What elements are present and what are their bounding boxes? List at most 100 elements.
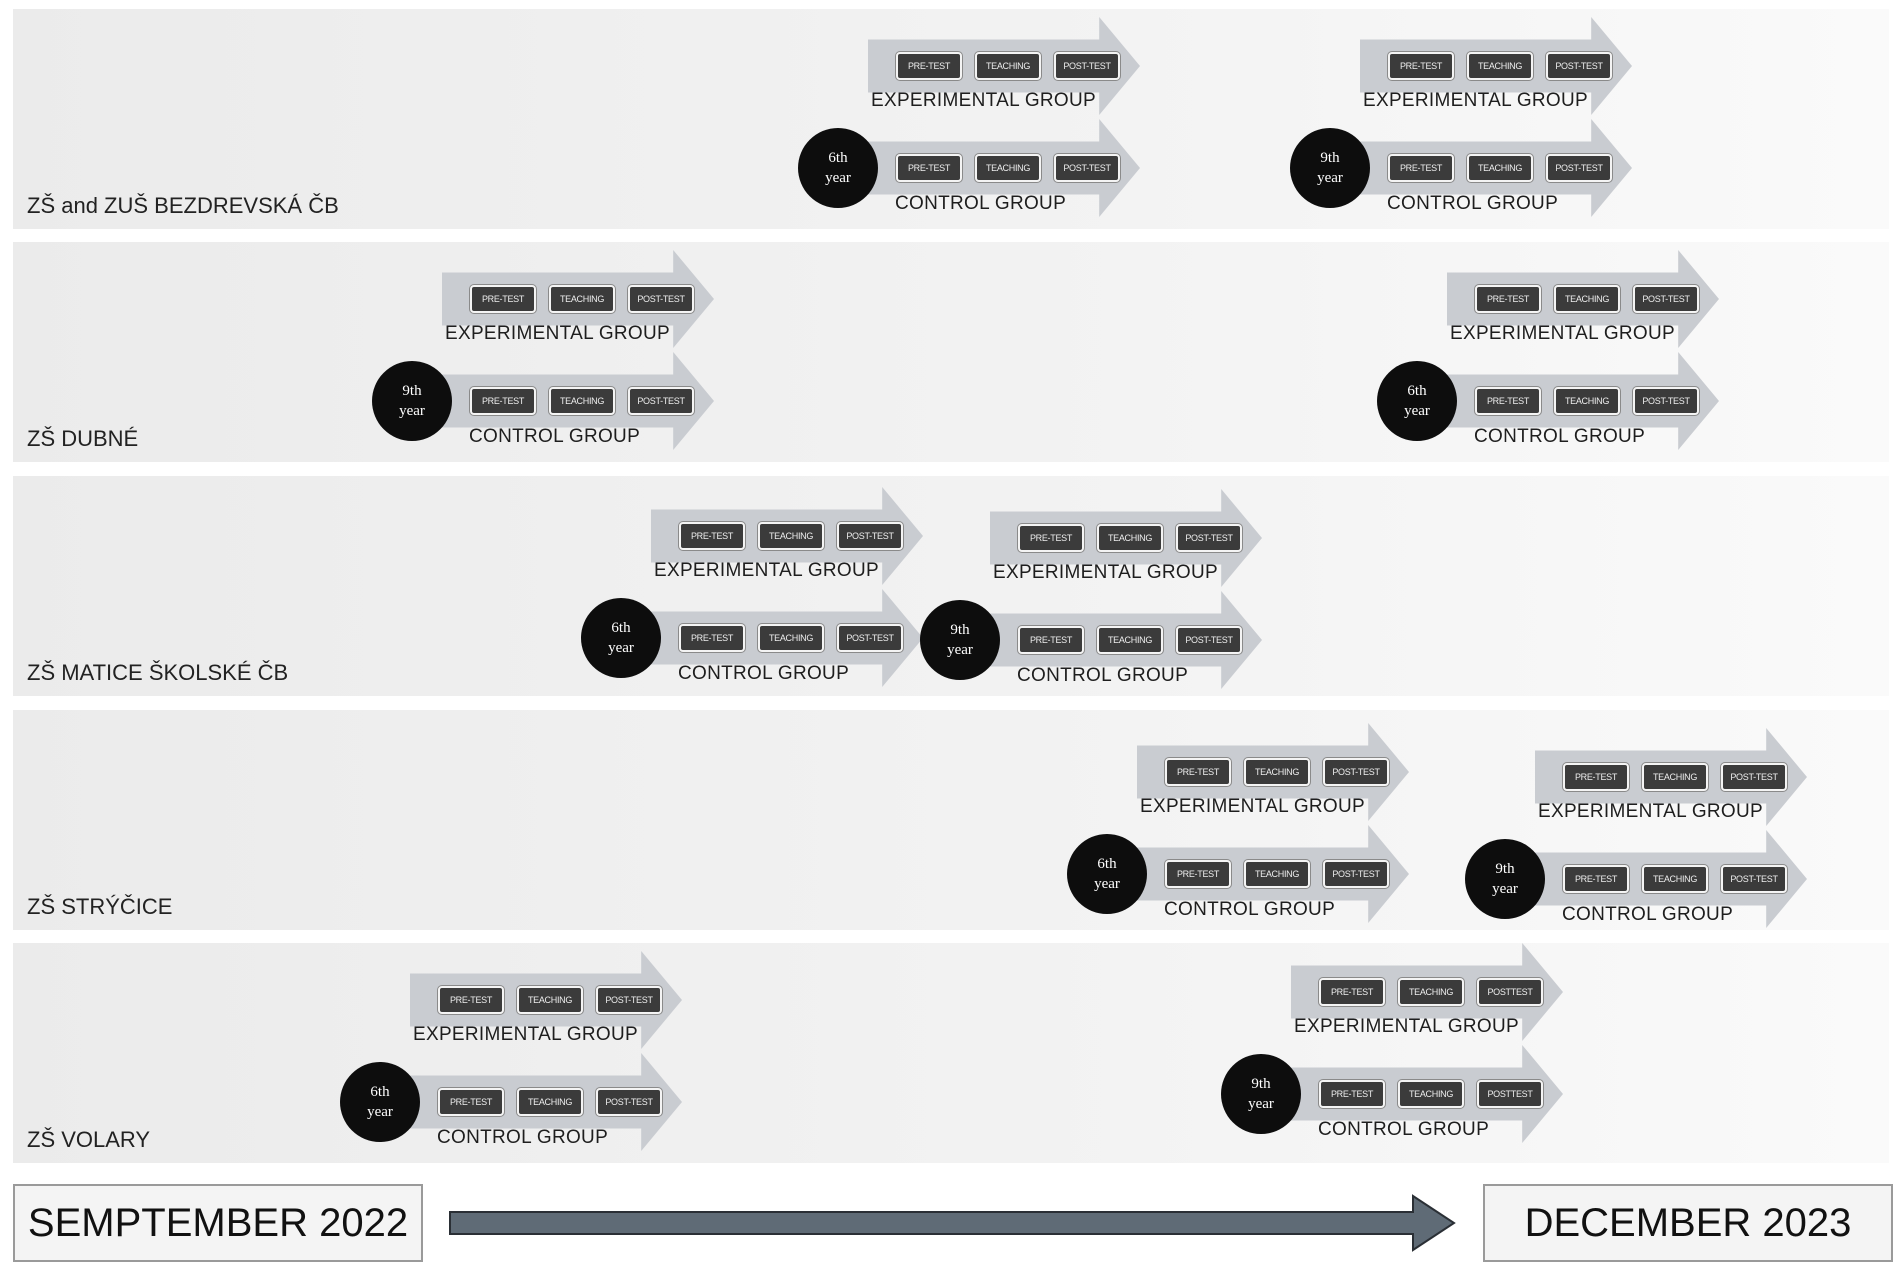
pre-test-step: PRE-TEST [1319, 1080, 1385, 1108]
post-test-step: POST-TEST [1721, 763, 1787, 791]
post-test-step: POST-TEST [1633, 285, 1699, 313]
experimental-group-label: EXPERIMENTAL GROUP [1363, 90, 1588, 111]
post-test-step: POST-TEST [628, 285, 694, 313]
post-test-step: POST-TEST [1546, 52, 1612, 80]
year-label: year [608, 640, 634, 656]
experimental-steps: PRE-TEST TEACHING POST-TEST [470, 285, 700, 313]
year-label: year [947, 642, 973, 658]
grade-label: 9th [1320, 150, 1340, 166]
post-test-step: POST-TEST [837, 522, 903, 550]
control-steps: PRE-TEST TEACHING POST-TEST [1388, 154, 1618, 182]
school-name: ZŠ MATICE ŠKOLSKÉ ČB [27, 660, 289, 685]
control-steps: PRE-TEST TEACHING POST-TEST [470, 387, 700, 415]
control-group-label: CONTROL GROUP [1164, 899, 1336, 920]
post-test-step: POST-TEST [837, 624, 903, 652]
teaching-step: TEACHING [758, 624, 824, 652]
post-test-step: POST-TEST [596, 1088, 662, 1116]
control-group-label: CONTROL GROUP [1562, 904, 1734, 925]
experimental-steps: PRE-TEST TEACHING POST-TEST [1388, 52, 1618, 80]
study-block: PRE-TEST TEACHING POST-TEST EXPERIMENTAL… [372, 250, 714, 454]
control-group-label: CONTROL GROUP [1017, 665, 1189, 686]
pre-test-step: PRE-TEST [1388, 154, 1454, 182]
school-name: ZŠ VOLARY [27, 1127, 151, 1152]
pre-test-step: PRE-TEST [1563, 865, 1629, 893]
experimental-steps: PRE-TEST TEACHING POST-TEST [1165, 758, 1395, 786]
control-steps: PRE-TEST TEACHING POST-TEST [1165, 860, 1395, 888]
pre-test-step: PRE-TEST [1475, 285, 1541, 313]
teaching-step: TEACHING [1398, 1080, 1464, 1108]
experimental-group-label: EXPERIMENTAL GROUP [413, 1024, 638, 1045]
grade-label: 9th [1251, 1076, 1271, 1092]
study-block: PRE-TEST TEACHING POST-TEST EXPERIMENTAL… [1377, 250, 1719, 454]
school-name: ZŠ DUBNÉ [27, 426, 139, 451]
pre-test-step: PRE-TEST [1018, 524, 1084, 552]
pre-test-step: PRE-TEST [1388, 52, 1454, 80]
experimental-group-label: EXPERIMENTAL GROUP [1538, 801, 1763, 822]
teaching-step: TEACHING [549, 387, 615, 415]
start-date-label: SEMPTEMBER 2022 [27, 1200, 409, 1245]
study-block: PRE-TEST TEACHING POST-TEST EXPERIMENTAL… [1465, 728, 1807, 932]
post-test-step: POST-TEST [1054, 52, 1120, 80]
control-steps: PRE-TEST TEACHING POST-TEST [1018, 626, 1248, 654]
post-test-step: POST-TEST [1633, 387, 1699, 415]
study-block: PRE-TEST TEACHING POST-TEST EXPERIMENTAL… [340, 951, 682, 1155]
pre-test-step: PRE-TEST [1018, 626, 1084, 654]
grade-label: 9th [1495, 861, 1515, 877]
grade-circle: 6th year [798, 128, 878, 208]
grade-circle: 9th year [1290, 128, 1370, 208]
year-label: year [367, 1104, 393, 1120]
experimental-group-label: EXPERIMENTAL GROUP [1294, 1016, 1519, 1037]
year-label: year [399, 403, 425, 419]
year-label: year [825, 170, 851, 186]
year-label: year [1317, 170, 1343, 186]
school-name: ZŠ STRÝČICE [27, 894, 173, 919]
pre-test-step: PRE-TEST [1475, 387, 1541, 415]
teaching-step: TEACHING [517, 986, 583, 1014]
teaching-step: TEACHING [1398, 978, 1464, 1006]
experimental-steps: PRE-TEST TEACHING POST-TEST [679, 522, 909, 550]
post-test-step: POST-TEST [1546, 154, 1612, 182]
end-date-box: DECEMBER 2023 [1483, 1184, 1893, 1262]
teaching-step: TEACHING [975, 154, 1041, 182]
school-band: ZŠ VOLARY [13, 943, 1889, 1163]
timeline-arrow [449, 1194, 1456, 1252]
study-block: PRE-TEST TEACHING POST-TEST EXPERIMENTAL… [1067, 723, 1409, 927]
post-test-step: POST-TEST [1323, 860, 1389, 888]
study-block: PRE-TEST TEACHING POST-TEST EXPERIMENTAL… [798, 17, 1140, 221]
pre-test-step: PRE-TEST [1319, 978, 1385, 1006]
teaching-step: TEACHING [1097, 626, 1163, 654]
post-test-step: POST-TEST [1721, 865, 1787, 893]
start-date-box: SEMPTEMBER 2022 [13, 1184, 423, 1262]
control-steps: PRE-TEST TEACHING POST-TEST [1563, 865, 1793, 893]
teaching-step: TEACHING [1642, 865, 1708, 893]
grade-label: 9th [950, 622, 970, 638]
control-group-label: CONTROL GROUP [1387, 193, 1559, 214]
post-test-step: POST-TEST [1323, 758, 1389, 786]
teaching-step: TEACHING [549, 285, 615, 313]
grade-label: 9th [402, 383, 422, 399]
grade-label: 6th [1407, 383, 1427, 399]
post-test-step: POST-TEST [1176, 524, 1242, 552]
experimental-group-label: EXPERIMENTAL GROUP [654, 560, 879, 581]
teaching-step: TEACHING [1244, 758, 1310, 786]
grade-label: 6th [370, 1084, 390, 1100]
teaching-step: TEACHING [1467, 52, 1533, 80]
post-test-step: POST-TEST [1054, 154, 1120, 182]
pre-test-step: PRE-TEST [438, 986, 504, 1014]
pre-test-step: PRE-TEST [1165, 758, 1231, 786]
post-test-step: POSTTEST [1477, 1080, 1543, 1108]
pre-test-step: PRE-TEST [470, 285, 536, 313]
teaching-step: TEACHING [975, 52, 1041, 80]
study-block: PRE-TEST TEACHING POST-TEST EXPERIMENTAL… [581, 487, 923, 691]
grade-circle: 9th year [1221, 1054, 1301, 1134]
grade-circle: 6th year [1067, 834, 1147, 914]
control-steps: PRE-TEST TEACHING POST-TEST [896, 154, 1126, 182]
experimental-group-label: EXPERIMENTAL GROUP [993, 562, 1218, 583]
end-date-label: DECEMBER 2023 [1524, 1200, 1852, 1245]
study-block: PRE-TEST TEACHING POST-TEST EXPERIMENTAL… [920, 489, 1262, 693]
pre-test-step: PRE-TEST [896, 52, 962, 80]
grade-label: 6th [1097, 856, 1117, 872]
experimental-steps: PRE-TEST TEACHING POST-TEST [438, 986, 668, 1014]
control-group-label: CONTROL GROUP [469, 426, 641, 447]
control-steps: PRE-TEST TEACHING POST-TEST [1475, 387, 1705, 415]
